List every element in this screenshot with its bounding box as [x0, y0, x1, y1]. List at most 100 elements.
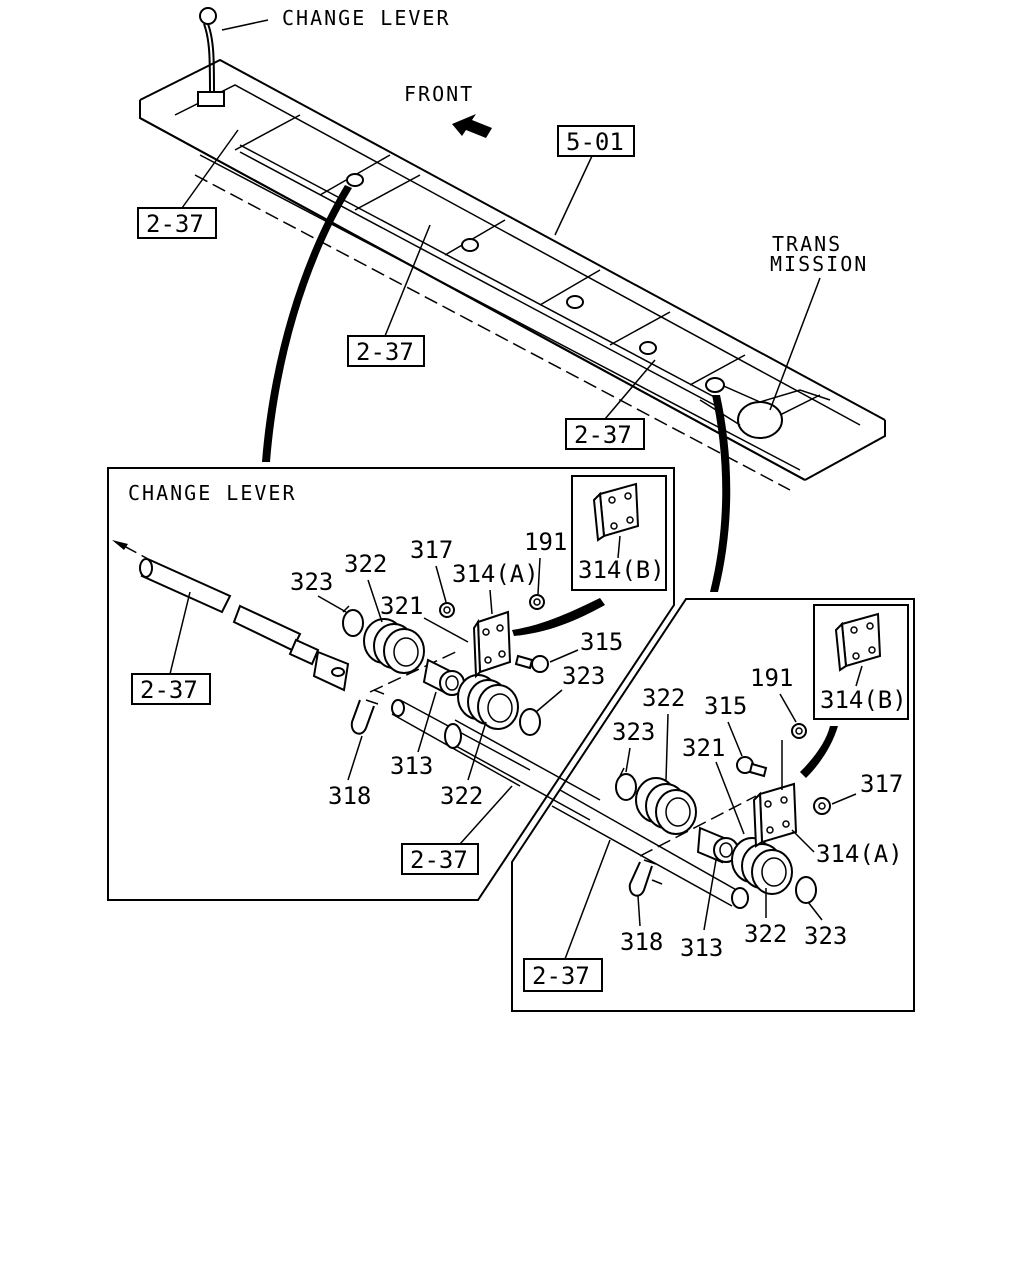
left-label-323a: 323: [290, 568, 333, 596]
right-inset-label: 314(B): [820, 686, 907, 714]
change-lever-label: CHANGE LEVER: [282, 6, 451, 30]
left-label-314a: 314(A): [452, 560, 539, 588]
left-lower-shaft: [369, 649, 601, 821]
left-ref-bottom: 2-37: [410, 846, 468, 874]
left-ref-bottom-leader: [459, 785, 513, 845]
bracket-314b-icon: [592, 482, 640, 542]
chassis-frame: [139, 58, 886, 491]
right-leader-323b: [807, 901, 823, 921]
left-ref-top-box: [131, 673, 211, 705]
right-part-322a-boot-icon: [635, 777, 697, 835]
right-label-315: 315: [704, 692, 747, 720]
left-leader-191: [537, 557, 541, 595]
right-ref-bottom-box: [523, 958, 603, 992]
right-leader-322a: [665, 713, 669, 781]
left-detail-panel: [107, 467, 675, 901]
left-part-313-bush-icon: [422, 658, 465, 696]
left-label-321: 321: [380, 592, 423, 620]
left-part-191-nut-icon: [529, 594, 545, 610]
right-label-322a: 322: [642, 684, 685, 712]
right-leader-317: [831, 793, 857, 805]
left-part-323a-icon: [342, 605, 364, 637]
ref-2-37-c-box: [565, 418, 645, 450]
right-leader-313: [703, 859, 717, 931]
left-label-313: 313: [390, 752, 433, 780]
right-label-318: 318: [620, 928, 663, 956]
left-ref-top-leader: [169, 591, 191, 675]
right-leader-321: [715, 761, 745, 835]
left-part-322b-boot-icon: [457, 674, 519, 730]
callout-curve-right: [710, 395, 731, 592]
left-leader-318: [347, 735, 363, 781]
left-label-322a: 322: [344, 550, 387, 578]
left-leader-322b: [467, 721, 487, 781]
left-leader-313: [417, 691, 437, 753]
right-part-322b-boot-icon: [731, 837, 793, 895]
left-inset-arrow: [512, 598, 605, 636]
right-leader-323a: [625, 747, 631, 773]
right-label-323a: 323: [612, 718, 655, 746]
ref-2-37-b: 2-37: [356, 338, 414, 366]
left-part-322a-boot-icon: [363, 618, 425, 674]
right-label-191: 191: [750, 664, 793, 692]
left-leader-322a: [367, 579, 383, 623]
left-leader-315: [549, 649, 579, 663]
ref-2-37-a-leader: [181, 129, 239, 209]
ref-2-37-a-box: [137, 207, 217, 239]
right-part-323a-icon: [615, 767, 637, 801]
left-leader-317: [435, 565, 447, 603]
right-leader-191: [779, 693, 797, 723]
left-part-323b-icon: [519, 708, 541, 736]
right-part-313-bush-icon: [696, 826, 739, 864]
change-lever-leader: [221, 19, 269, 31]
right-label-323b: 323: [804, 922, 847, 950]
left-part-315-bolt-icon: [514, 654, 549, 673]
left-leader-323b: [535, 689, 563, 713]
right-leader-314a: [791, 829, 815, 853]
left-inset-label: 314(B): [578, 556, 665, 584]
left-label-323b: 323: [562, 662, 605, 690]
left-label-191: 191: [524, 528, 567, 556]
right-ref-bottom: 2-37: [532, 962, 590, 990]
right-ref-bottom-leader: [564, 839, 611, 960]
ref-5-01: 5-01: [566, 128, 624, 156]
left-label-315: 315: [580, 628, 623, 656]
right-label-314a: 314(A): [816, 840, 903, 868]
left-leader-323a: [317, 595, 347, 613]
front-arrow-icon: [452, 114, 492, 138]
right-shaft: [551, 789, 757, 909]
right-part-314a-bracket-icon: [752, 782, 798, 848]
left-part-314a-bracket-icon: [472, 610, 512, 679]
right-label-321: 321: [682, 734, 725, 762]
left-lever-shaft: [112, 540, 350, 692]
change-lever-overview: [197, 7, 225, 107]
left-ref-bottom-box: [401, 843, 479, 875]
transmission-label-line2: MISSION: [770, 252, 868, 276]
right-detail-panel: [511, 598, 915, 1012]
right-inset-arrow: [800, 726, 838, 778]
right-part-323b-icon: [795, 876, 817, 904]
left-detail-title: CHANGE LEVER: [128, 481, 297, 505]
right-part-191-nut-icon: [791, 723, 807, 739]
right-leader-315: [727, 721, 743, 757]
left-leader-314a: [489, 589, 493, 615]
callout-curve-left: [262, 185, 352, 462]
transmission-label-line1: TRANS: [772, 232, 842, 256]
right-part-318-ubolt-icon: [628, 859, 663, 897]
right-label-322b: 322: [744, 920, 787, 948]
right-part-315-bolt-icon: [736, 756, 768, 778]
ref-2-37-a: 2-37: [146, 210, 204, 238]
right-label-313: 313: [680, 934, 723, 962]
left-label-322b: 322: [440, 782, 483, 810]
right-inset-leader: [855, 665, 863, 687]
left-inset-leader: [617, 535, 621, 559]
right-part-317-nut-icon: [813, 797, 831, 815]
transmission-leader: [769, 277, 821, 411]
left-part-317-nut-icon: [439, 602, 455, 618]
ref-2-37-c: 2-37: [574, 421, 632, 449]
right-leader-318: [637, 895, 641, 927]
ref-2-37-c-leader: [604, 359, 656, 420]
ref-2-37-b-box: [347, 335, 425, 367]
left-part-318-ubolt-icon: [350, 689, 385, 735]
